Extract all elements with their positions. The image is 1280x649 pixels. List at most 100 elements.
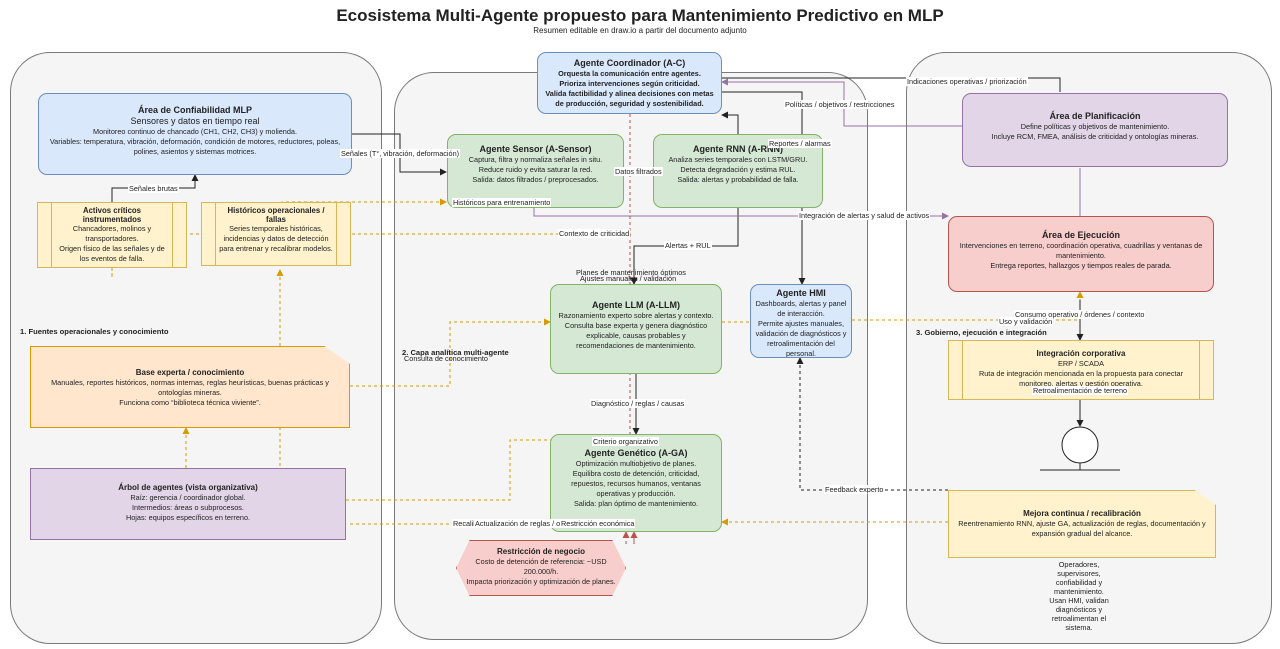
node-ga[interactable]: Agente Genético (A-GA) Optimización mult… (550, 434, 722, 532)
label-politicas: Políticas / objetivos / restricciones (784, 100, 896, 109)
label-alertas-rul: Alertas + RUL (664, 241, 712, 250)
label-ajustes: Ajustes manuales / validación (580, 274, 677, 283)
node-base-title: Base experta / conocimiento (135, 368, 245, 377)
edge-indicaciones (722, 77, 1061, 92)
node-confiabilidad[interactable]: Área de Confiabilidad MLP Sensores y dat… (38, 93, 352, 175)
label-retro: Retroalimentación de terreno (1032, 386, 1129, 395)
operadores-line: sistema. (1065, 623, 1093, 632)
node-ga-line: Equilibra costo de detención, criticidad… (571, 469, 701, 498)
node-mejora[interactable]: Mejora continua / recalibración Reentren… (948, 490, 1216, 558)
node-restriccion[interactable]: Restricción de negocio Costo de detenció… (456, 540, 626, 596)
node-rnn-line: Analiza series temporales con LSTM/GRU. (668, 155, 808, 164)
node-base-line: Funciona como “biblioteca técnica vivien… (119, 398, 261, 407)
page-subtitle: Resumen editable en draw.io a partir del… (533, 26, 747, 35)
node-ejecucion-line: Entrega reportes, hallazgos y tiempos re… (990, 261, 1172, 270)
node-planificacion[interactable]: Área de Planificación Define políticas y… (962, 93, 1228, 167)
node-confiabilidad-line: Variables: temperatura, vibración, defor… (49, 137, 341, 146)
operadores-line: diagnósticos y (1055, 605, 1103, 614)
node-sensor[interactable]: Agente Sensor (A-Sensor) Captura, filtra… (447, 134, 624, 208)
node-hmi[interactable]: Agente HMI Dashboards, alertas y panel d… (750, 284, 852, 358)
node-coordinador[interactable]: Agente Coordinador (A-C) Orquesta la com… (537, 52, 722, 114)
node-coordinador-title: Agente Coordinador (A-C) (573, 58, 686, 68)
node-confiabilidad-line: Monitoreo continuo de chancado (CH1, CH2… (92, 127, 297, 136)
node-ejecucion-line: Intervenciones en terreno, coordinación … (959, 241, 1203, 260)
node-restriccion-line: Impacta priorización y optimización de p… (466, 577, 616, 586)
node-ga-title: Agente Genético (A-GA) (584, 448, 688, 458)
node-sensor-line: Salida: datos filtrados / preprocesados. (472, 175, 599, 184)
operadores-line: confiabilidad y (1055, 578, 1103, 587)
section-left: 1. Fuentes operacionales y conocimiento (20, 327, 169, 336)
node-rnn[interactable]: Agente RNN (A-RNN) Analiza series tempor… (653, 134, 823, 208)
edge-reportes (721, 111, 739, 134)
section-middle: 2. Capa analítica multi-agente (402, 348, 509, 357)
label-consulta: Consulta de conocimiento (404, 354, 488, 363)
node-llm-title: Agente LLM (A-LLM) (592, 300, 680, 310)
label-reportes: Reportes / alarmas (768, 139, 832, 148)
node-llm-line: Consulta base experta y genera diagnósti… (564, 321, 708, 350)
node-sensor-line: Reduce ruido y evita saturar la red. (478, 165, 593, 174)
label-historicos: Históricos para entrenamiento (452, 198, 552, 207)
node-coordinador-line: Orquesta la comunicación entre agentes. (558, 69, 701, 78)
node-coordinador-line: Valida factibilidad y alinea decisiones … (545, 89, 714, 98)
node-integracion-sub: ERP / SCADA (1057, 359, 1105, 368)
node-integracion-title: Integración corporativa (1036, 349, 1126, 358)
node-base-line: Manuales, reportes históricos, normas in… (51, 378, 329, 397)
label-senales: Señales (T°, vibración, deformación) (340, 149, 461, 158)
node-ejecucion[interactable]: Área de Ejecución Intervenciones en terr… (948, 216, 1214, 292)
label-feedback: Feedback experto (824, 485, 885, 494)
edge-coord-hmi (722, 91, 806, 285)
node-planificacion-title: Área de Planificación (1049, 111, 1141, 121)
node-activos[interactable]: Activos críticos instrumentados Chancado… (37, 202, 187, 268)
operadores-line: Usan HMI, validan (1049, 596, 1109, 605)
section-right: 3. Gobierno, ejecución e integración (916, 328, 1047, 337)
label-uso: Uso y validación (998, 317, 1054, 326)
node-mejora-line: Reentrenamiento RNN, ajuste GA, actualiz… (958, 519, 1206, 538)
node-rnn-title: Agente RNN (A-RNN) (693, 144, 783, 154)
node-llm-line: Razonamiento experto sobre alertas y con… (558, 311, 714, 320)
label-datos-filtrados: Datos filtrados (614, 167, 663, 176)
node-operadores: Operadores, supervisores, confiabilidad … (1034, 560, 1124, 632)
node-historicos-line: Series temporales históricas, incidencia… (219, 224, 333, 253)
node-integracion-line: Ruta de integración mencionada en la pro… (978, 369, 1184, 388)
node-restriccion-line: Costo de detención de referencia: ~USD 2… (475, 557, 607, 576)
node-arbol-line: Intermedios: áreas o subprocesos. (132, 503, 244, 512)
label-indicaciones: Indicaciones operativas / priorización (906, 77, 1028, 86)
node-arbol-line: Raíz: gerencia / coordinador global. (130, 493, 246, 502)
node-confiabilidad-subtitle: Sensores y datos en tiempo real (130, 116, 260, 126)
node-planificacion-line: Incluye RCM, FMEA, análisis de criticida… (991, 132, 1199, 141)
node-llm[interactable]: Agente LLM (A-LLM) Razonamiento experto … (550, 284, 722, 374)
edge-feedback (796, 357, 948, 491)
node-confiabilidad-line: polines, asientos y sistemas motrices. (133, 147, 257, 156)
edge-consulta (350, 318, 551, 387)
node-activos-title: Activos críticos instrumentados (82, 206, 142, 224)
node-base[interactable]: Base experta / conocimiento Manuales, re… (30, 346, 350, 428)
node-arbol-title: Árbol de agentes (vista organizativa) (118, 483, 258, 492)
label-senales-brutas: Señales brutas (128, 184, 179, 193)
node-coordinador-line: de producción, seguridad y sostenibilida… (555, 99, 704, 108)
node-hmi-title: Agente HMI (776, 288, 826, 298)
label-contexto: Contexto de criticidad (558, 229, 631, 238)
operadores-line: mantenimiento. (1054, 587, 1104, 596)
node-hmi-line: Permite ajustes manuales, validación de … (755, 319, 847, 358)
page-title: Ecosistema Multi-Agente propuesto para M… (336, 6, 944, 25)
node-hmi-line: Dashboards, alertas y panel de interacci… (755, 299, 847, 318)
node-ga-line: Salida: plan óptimo de mantenimiento. (573, 499, 699, 508)
node-historicos-title: Históricos operacionales / fallas (227, 206, 325, 224)
label-consumo: Consumo operativo / órdenes / contexto (1014, 310, 1146, 319)
label-integracion-alertas: Integración de alertas y salud de activo… (798, 211, 931, 220)
operadores-line: Operadores, (1058, 560, 1100, 569)
node-mejora-title: Mejora continua / recalibración (1023, 509, 1141, 518)
node-confiabilidad-title: Área de Confiabilidad MLP (137, 105, 252, 115)
operadores-line: retroalimentan el (1051, 614, 1107, 623)
node-restriccion-title: Restricción de negocio (496, 547, 586, 556)
label-actualizacion: Actualización de reglas / onto (474, 519, 572, 528)
node-planificacion-line: Define políticas y objetivos de mantenim… (1020, 122, 1170, 131)
operadores-line: supervisores, (1057, 569, 1101, 578)
node-sensor-line: Captura, filtra y normaliza señales in s… (468, 155, 603, 164)
label-criterio: Criterio organizativo (592, 437, 659, 446)
node-arbol[interactable]: Árbol de agentes (vista organizativa) Ra… (30, 468, 346, 540)
node-historicos[interactable]: Históricos operacionales / fallas Series… (201, 202, 351, 266)
node-coordinador-line: Prioriza intervenciones según criticidad… (559, 79, 700, 88)
node-rnn-line: Detecta degradación y estima RUL. (680, 165, 796, 174)
label-restriccion-economica: Restricción económica (560, 519, 636, 528)
